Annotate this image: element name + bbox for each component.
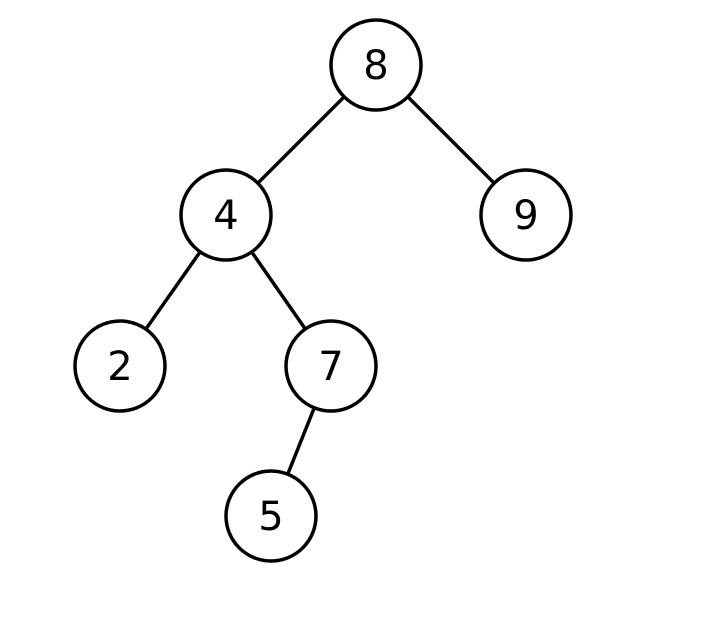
tree-node-2: 2 (73, 319, 167, 413)
edge-8-9 (406, 95, 496, 185)
node-label: 4 (213, 193, 238, 239)
edge-4-2 (144, 250, 202, 331)
node-label: 8 (363, 43, 388, 89)
tree-node-4: 4 (179, 168, 273, 262)
node-circle (73, 319, 167, 413)
edge-7-5 (285, 406, 317, 476)
edge-8-4 (256, 95, 346, 185)
tree-nodes: 8 4 9 2 7 5 (73, 18, 573, 563)
node-label: 9 (513, 193, 538, 239)
edge-4-7 (249, 250, 308, 331)
node-circle (329, 18, 423, 112)
node-circle (224, 469, 318, 563)
tree-node-7: 7 (284, 319, 378, 413)
tree-node-5: 5 (224, 469, 318, 563)
node-label: 5 (258, 494, 283, 540)
node-label: 7 (318, 344, 343, 390)
tree-edges (144, 95, 496, 476)
node-label: 2 (107, 344, 132, 390)
tree-node-8: 8 (329, 18, 423, 112)
node-circle (179, 168, 273, 262)
node-circle (479, 168, 573, 262)
node-circle (284, 319, 378, 413)
tree-node-9: 9 (479, 168, 573, 262)
